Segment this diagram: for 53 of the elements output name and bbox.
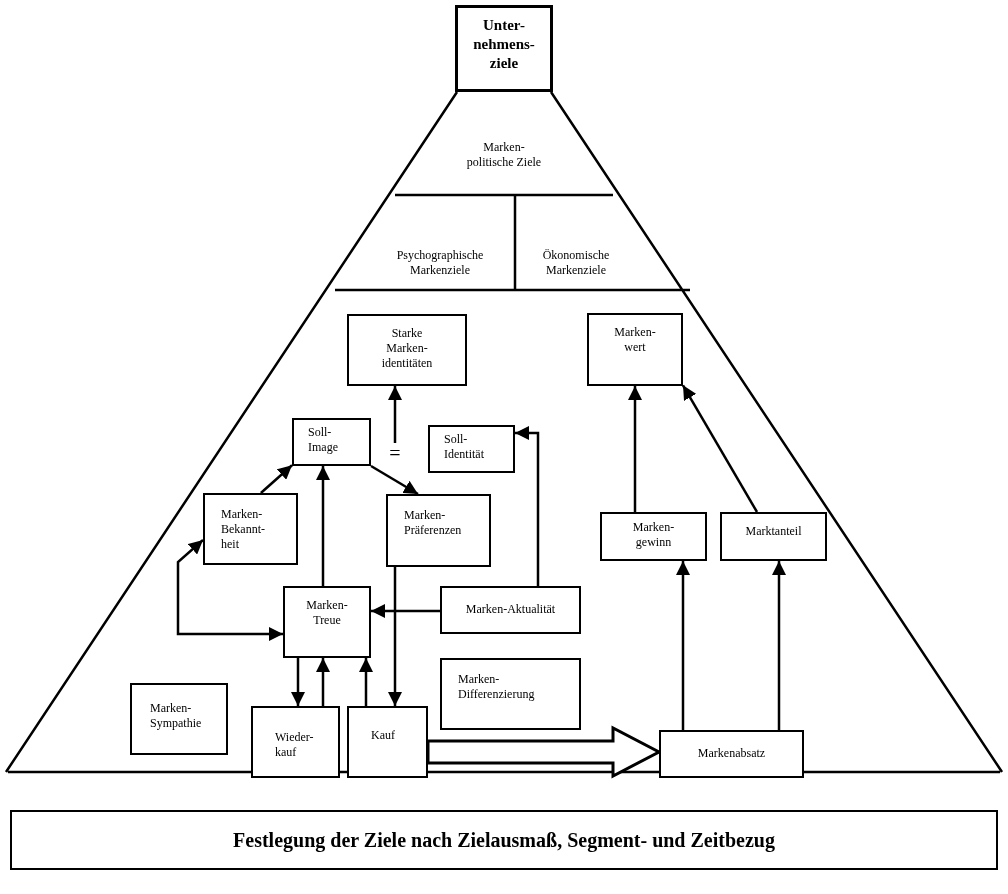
arrow <box>359 658 373 706</box>
box-text: Unter- nehmens- ziele <box>472 16 536 73</box>
box-text: Marken- Differenzierung <box>458 672 536 702</box>
arrow <box>176 539 283 641</box>
arrow <box>260 464 293 494</box>
arrow <box>681 384 759 513</box>
arrow <box>628 386 642 512</box>
arrow <box>370 464 419 496</box>
box-text: Soll- Image <box>308 425 339 455</box>
box-text: Marken- Bekannt- heit <box>221 507 266 552</box>
process-box <box>347 314 467 386</box>
process-box <box>720 512 827 561</box>
box-text: Marken-Aktualität <box>464 602 557 617</box>
process-box <box>600 512 707 561</box>
box-text: Kauf <box>371 728 396 743</box>
arrow <box>316 466 330 586</box>
box-text: Soll- Identität <box>444 432 485 462</box>
box-text: Wieder- kauf <box>275 730 315 760</box>
label-text: Psychographische Markenziele <box>395 248 485 278</box>
box-text: Markenabsatz <box>696 746 767 761</box>
arrow <box>772 561 786 730</box>
box-text: Starke Marken- identitäten <box>380 326 434 371</box>
box-text: Marken- Präferenzen <box>404 508 463 538</box>
process-box <box>386 494 491 567</box>
arrow <box>676 561 690 730</box>
arrow <box>388 386 402 443</box>
process-box <box>659 730 804 778</box>
box-text: Marken- Sympathie <box>150 701 203 731</box>
process-box <box>251 706 340 778</box>
box-text: Marken- wert <box>613 325 657 355</box>
arrow <box>515 426 540 586</box>
box-text: Marktanteil <box>744 524 803 539</box>
process-box <box>428 425 515 473</box>
banner-box <box>10 810 998 870</box>
process-box <box>203 493 298 565</box>
box-text: = <box>388 443 402 463</box>
process-box <box>440 586 581 634</box>
goal-box <box>455 5 553 92</box>
label-text: Ökonomische Markenziele <box>541 248 611 278</box>
label-text: Marken- politische Ziele <box>465 140 543 170</box>
arrow <box>371 604 440 618</box>
arrow <box>291 658 305 706</box>
box-text: Festlegung der Ziele nach Zielausmaß, Segment- und Zeitbezug <box>232 828 776 853</box>
process-box <box>440 658 581 730</box>
arrow <box>316 658 330 706</box>
process-box <box>283 586 371 658</box>
box-text: Marken- Treue <box>305 598 349 628</box>
arrow <box>388 567 402 706</box>
process-box <box>587 313 683 386</box>
process-box <box>347 706 428 778</box>
box-text: Marken- gewinn <box>631 520 676 550</box>
process-box <box>292 418 371 466</box>
process-box <box>130 683 228 755</box>
